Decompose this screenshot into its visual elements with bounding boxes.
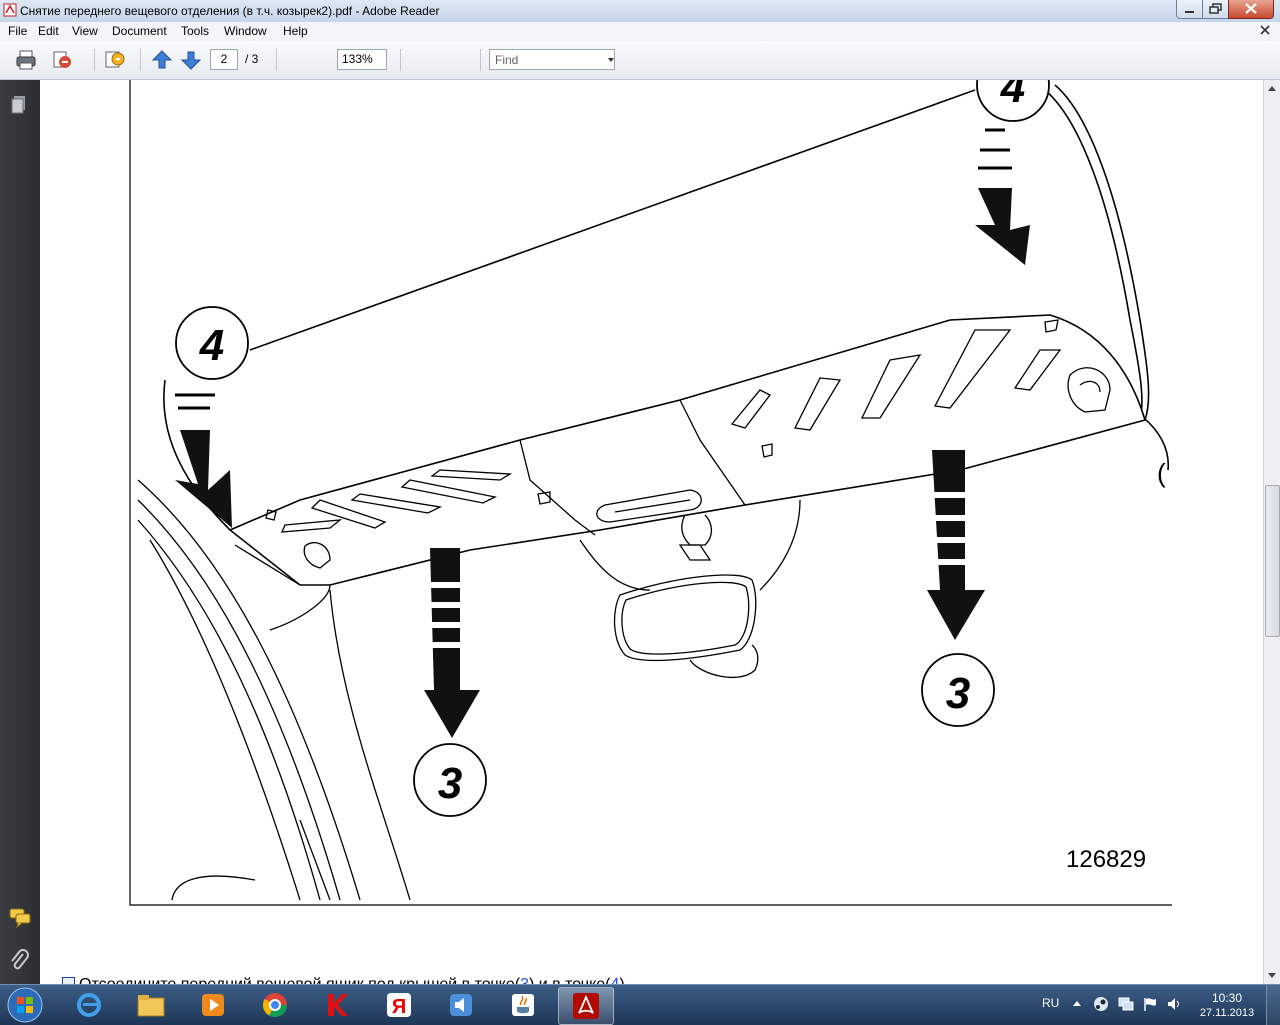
close-button[interactable]	[1228, 0, 1274, 19]
action-center-flag-icon[interactable]	[1142, 996, 1158, 1012]
comments-icon[interactable]	[8, 906, 32, 928]
kaspersky-icon	[328, 994, 348, 1016]
start-button-icon[interactable]	[3, 985, 47, 1025]
menu-view[interactable]: View	[72, 24, 98, 38]
figure-number: 126829	[1066, 846, 1147, 873]
clock-time[interactable]: 10:30	[1211, 991, 1243, 1005]
menu-help[interactable]: Help	[283, 24, 308, 38]
show-desktop-button[interactable]	[1266, 985, 1280, 1025]
share-icon[interactable]	[50, 47, 74, 73]
print-icon[interactable]	[14, 47, 38, 73]
taskbar: Я RU 10:30 27.11.2013	[0, 984, 1280, 1025]
callout-4-left: 4	[199, 321, 224, 370]
callout-circle	[976, 80, 1050, 122]
tray-expand-icon[interactable]	[1072, 999, 1082, 1007]
toolbar: 2 / 3 133%	[0, 41, 1280, 119]
minimize-button[interactable]	[1176, 0, 1203, 19]
title-bar: Снятие переднего вещевого отделения (в т…	[0, 0, 1280, 23]
scroll-up-icon[interactable]	[1265, 82, 1279, 96]
taskbar-media-player[interactable]	[186, 987, 240, 1023]
volume-tray-icon[interactable]	[1166, 996, 1182, 1012]
taskbar-adobe-reader[interactable]	[558, 987, 614, 1025]
attachment-icon[interactable]	[8, 948, 30, 972]
language-indicator[interactable]: RU	[1042, 996, 1060, 1010]
steam-tray-icon[interactable]	[1093, 996, 1109, 1012]
sound-icon	[450, 994, 472, 1016]
internet-explorer-icon	[77, 993, 101, 1017]
network-tray-icon[interactable]	[1118, 996, 1134, 1012]
callout-3-right: 3	[946, 669, 970, 718]
review-comment-icon[interactable]	[103, 47, 127, 73]
menu-edit[interactable]: Edit	[38, 24, 59, 38]
restore-button[interactable]	[1202, 0, 1229, 19]
taskbar-yandex[interactable]: Я	[372, 987, 426, 1023]
window-title: Снятие переднего вещевого отделения (в т…	[20, 4, 440, 18]
taskbar-java[interactable]	[496, 987, 550, 1023]
menu-bar: File Edit View Document Tools Window Hel…	[0, 22, 1280, 41]
scrollbar-thumb[interactable]	[1265, 485, 1280, 637]
page-number-input[interactable]: 2	[210, 49, 238, 70]
clock-date[interactable]: 27.11.2013	[1199, 1007, 1255, 1019]
close-document-icon[interactable]	[1258, 23, 1272, 37]
adobe-reader-icon	[573, 993, 599, 1019]
folder-icon	[137, 995, 165, 1017]
taskbar-sound[interactable]	[434, 987, 488, 1023]
taskbar-ie[interactable]	[62, 987, 116, 1023]
figure-drawing: 4 4 3 3 (	[129, 80, 1172, 906]
navigation-pane	[0, 80, 40, 984]
callout-circle	[413, 743, 487, 817]
taskbar-kaspersky[interactable]	[310, 987, 364, 1023]
taskbar-chrome[interactable]	[248, 987, 302, 1023]
callout-circle	[175, 306, 249, 380]
java-icon	[512, 994, 534, 1016]
find-input[interactable]: Find	[489, 49, 615, 70]
callout-4-right: 4	[1000, 80, 1025, 112]
yandex-icon: Я	[387, 993, 411, 1018]
previous-page-icon[interactable]	[150, 47, 174, 73]
chevron-down-icon[interactable]	[607, 57, 615, 63]
menu-file[interactable]: File	[8, 24, 28, 38]
pages-icon[interactable]	[9, 94, 29, 116]
scroll-down-icon[interactable]	[1265, 968, 1279, 982]
media-player-icon	[202, 994, 224, 1016]
page-total: / 3	[245, 52, 259, 66]
next-page-icon[interactable]	[179, 47, 203, 73]
zoom-level-input[interactable]: 133%	[337, 49, 387, 70]
taskbar-explorer[interactable]	[124, 987, 178, 1023]
menu-window[interactable]: Window	[224, 24, 267, 38]
document-view[interactable]: 4 4 3 3 (	[40, 80, 1263, 984]
callout-3-left: 3	[438, 759, 462, 808]
menu-document[interactable]: Document	[112, 24, 167, 38]
menu-tools[interactable]: Tools	[181, 24, 210, 38]
callout-circle	[921, 653, 995, 727]
pdf-app-icon	[3, 3, 17, 17]
svg-text:Я: Я	[392, 996, 406, 1018]
svg-text:(: (	[1157, 458, 1166, 488]
chrome-icon	[262, 993, 287, 1018]
